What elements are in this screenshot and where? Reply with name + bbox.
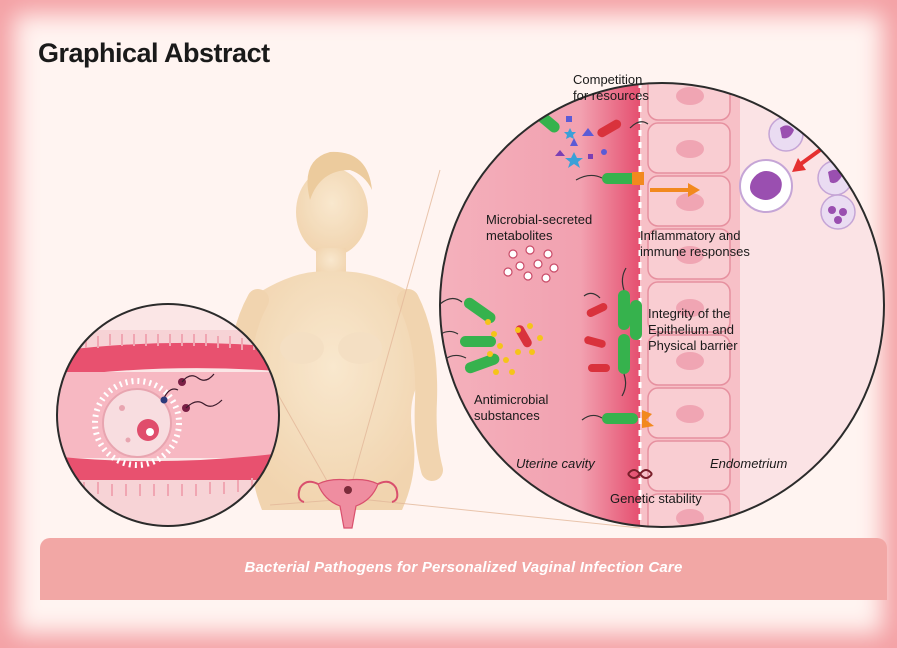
- label-competition-line-1: Competition: [573, 72, 649, 88]
- label-endometrium: Endometrium: [710, 456, 787, 472]
- label-inflammatory-line-1: Inflammatory and: [640, 228, 750, 244]
- label-genetic-stability: Genetic stability: [610, 491, 702, 507]
- label-competition-line-2: for resources: [573, 88, 649, 104]
- label-competition: Competition for resources: [573, 72, 649, 104]
- label-inflammatory-line-2: immune responses: [640, 244, 750, 260]
- label-antimicrobial: Antimicrobial substances: [474, 392, 548, 424]
- caption-banner-text: Bacterial Pathogens for Personalized Vag…: [40, 559, 887, 576]
- label-uterine-cavity: Uterine cavity: [516, 456, 595, 472]
- label-inflammatory: Inflammatory and immune responses: [640, 228, 750, 260]
- caption-banner: Bacterial Pathogens for Personalized Vag…: [40, 538, 887, 600]
- label-integrity-line-2: Epithelium and: [648, 322, 738, 338]
- label-antimicrobial-line-1: Antimicrobial: [474, 392, 548, 408]
- label-metabolites-line-2: metabolites: [486, 228, 592, 244]
- label-integrity-line-3: Physical barrier: [648, 338, 738, 354]
- label-integrity-line-1: Integrity of the: [648, 306, 738, 322]
- label-metabolites: Microbial-secreted metabolites: [486, 212, 592, 244]
- label-metabolites-line-1: Microbial-secreted: [486, 212, 592, 228]
- label-integrity: Integrity of the Epithelium and Physical…: [648, 306, 738, 354]
- page-title: Graphical Abstract: [38, 38, 270, 69]
- label-antimicrobial-line-2: substances: [474, 408, 548, 424]
